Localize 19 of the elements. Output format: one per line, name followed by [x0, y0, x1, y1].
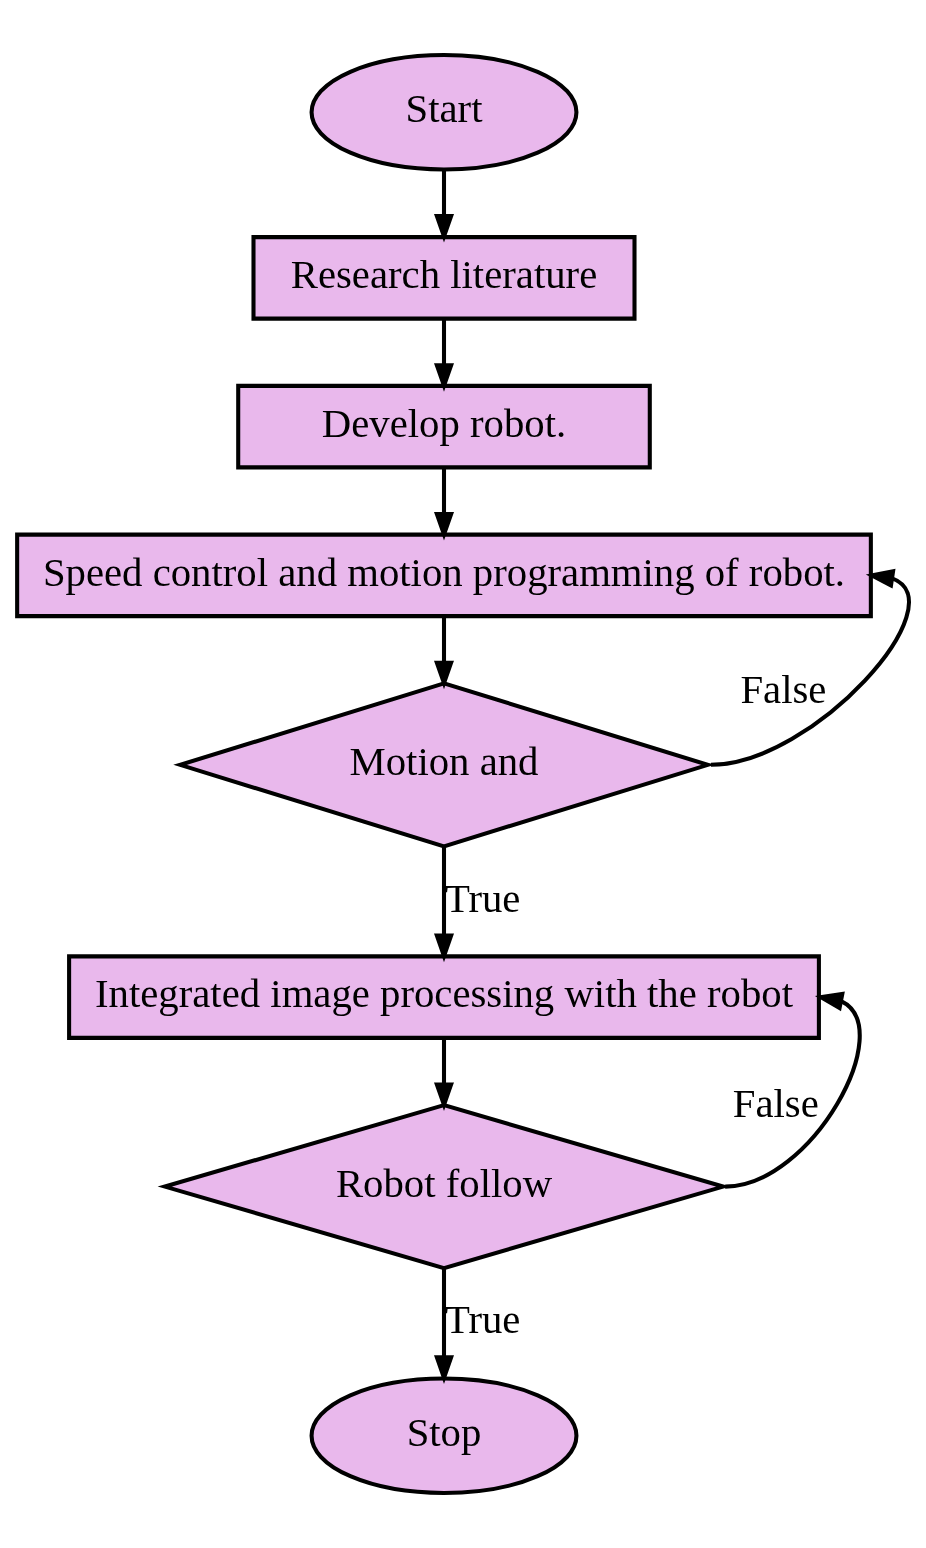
arrow	[433, 169, 454, 243]
node-box: Develop robot.	[235, 383, 652, 470]
edge-label: False	[732, 1081, 819, 1127]
edge-label: True	[444, 875, 520, 921]
arrow	[724, 991, 861, 1189]
node-box: Integrated image processing with the robot	[66, 954, 821, 1040]
arrow	[710, 568, 911, 767]
edge-label: False	[739, 666, 826, 712]
node-box: Research literature	[250, 235, 637, 321]
node-ellipse: Stop	[309, 1376, 578, 1495]
edge-label: True	[444, 1297, 520, 1343]
arrow	[433, 318, 454, 392]
arrow	[433, 616, 454, 690]
arrow	[433, 467, 454, 541]
arrow	[433, 846, 454, 963]
node-box: Speed control and motion programming of robot.	[14, 532, 873, 619]
node-ellipse: Start	[309, 53, 578, 172]
arrow	[433, 1268, 454, 1384]
arrow	[433, 1038, 454, 1111]
